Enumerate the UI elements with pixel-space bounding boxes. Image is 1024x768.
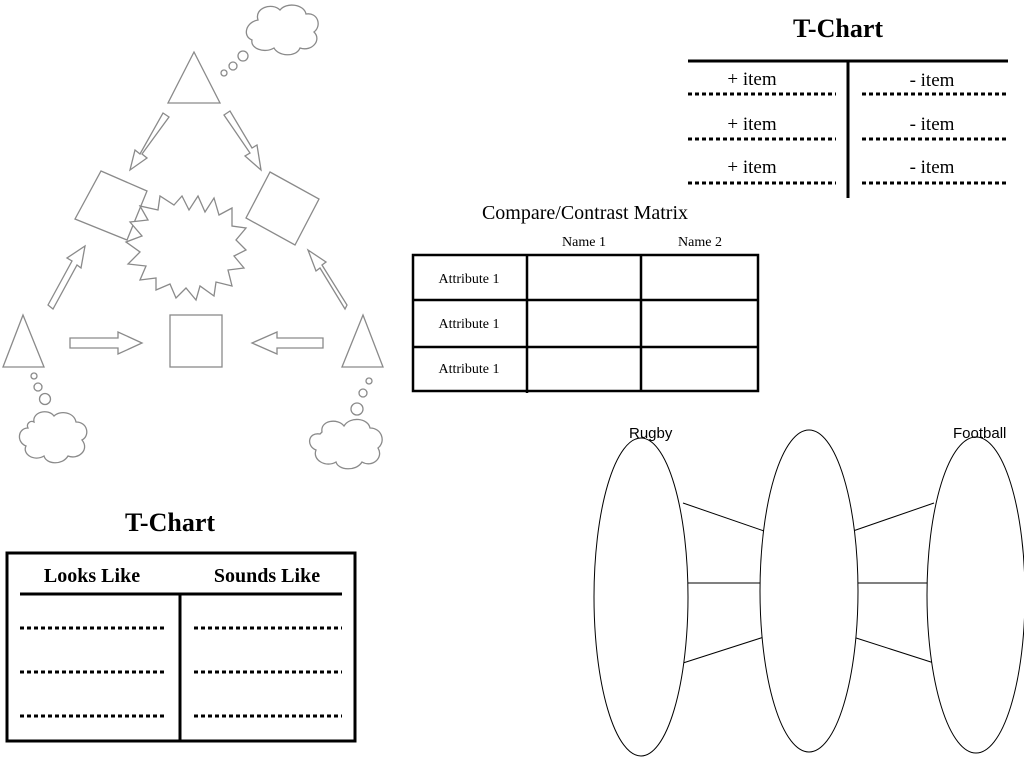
matrix-grid <box>411 253 760 393</box>
ellipse-left <box>593 437 689 757</box>
tchart-top-left-item-3: + item <box>727 157 776 178</box>
arrow-right <box>69 330 144 356</box>
matrix-row-label-3: Attribute 1 <box>438 362 499 377</box>
tchart-top-right-item-1: - item <box>910 70 955 91</box>
tchart-top-right-item-3: - item <box>910 157 955 178</box>
matrix-row-label-2: Attribute 1 <box>438 317 499 332</box>
tchart-top-right-item-2: - item <box>910 114 955 135</box>
tchart-top: T-Chart + item - item + item - item + it… <box>688 14 1008 198</box>
compare-contrast-matrix: Compare/Contrast Matrix Name 1 Name 2 At… <box>411 202 760 393</box>
triangle-top <box>166 50 222 104</box>
matrix-row-label-1: Attribute 1 <box>438 272 499 287</box>
double-bubble-map <box>593 429 1024 757</box>
square-center <box>169 314 223 368</box>
connector-line <box>682 502 765 532</box>
arrow-down-right <box>223 110 262 172</box>
square-left <box>74 170 148 241</box>
square-right <box>245 171 320 246</box>
triangle-bottom-left <box>2 313 45 368</box>
tchart-bottom-right-header: Sounds Like <box>214 565 320 587</box>
connector-line <box>852 502 935 532</box>
thought-cloud-top <box>220 4 319 77</box>
matrix-column-header-1: Name 1 <box>562 235 606 250</box>
matrix-title: Compare/Contrast Matrix <box>482 202 688 224</box>
starburst <box>124 194 248 302</box>
connector-line <box>682 636 765 664</box>
arrow-up-left <box>47 244 86 310</box>
tchart-top-title: T-Chart <box>793 14 883 43</box>
ellipse-center <box>759 429 859 753</box>
connector-line <box>852 636 935 664</box>
arrow-up-right <box>306 248 348 311</box>
matrix-column-header-2: Name 2 <box>678 235 722 250</box>
tchart-bottom: T-Chart Looks Like Sounds Like <box>5 508 357 743</box>
cycle-diagram <box>2 4 384 470</box>
thought-cloud-bottom-right <box>309 377 383 470</box>
tchart-bottom-left-header: Looks Like <box>44 565 140 587</box>
arrow-left <box>250 331 324 355</box>
venn-right-label: Football <box>953 425 1006 442</box>
venn-left-label: Rugby <box>629 425 673 442</box>
tchart-top-left-item-2: + item <box>727 114 776 135</box>
ellipse-right <box>926 436 1024 754</box>
arrow-down-left <box>128 112 170 172</box>
triangle-bottom-right <box>341 313 384 368</box>
tchart-top-left-item-1: + item <box>727 69 776 90</box>
tchart-bottom-title: T-Chart <box>125 508 215 537</box>
thought-cloud-bottom-left <box>18 372 88 464</box>
